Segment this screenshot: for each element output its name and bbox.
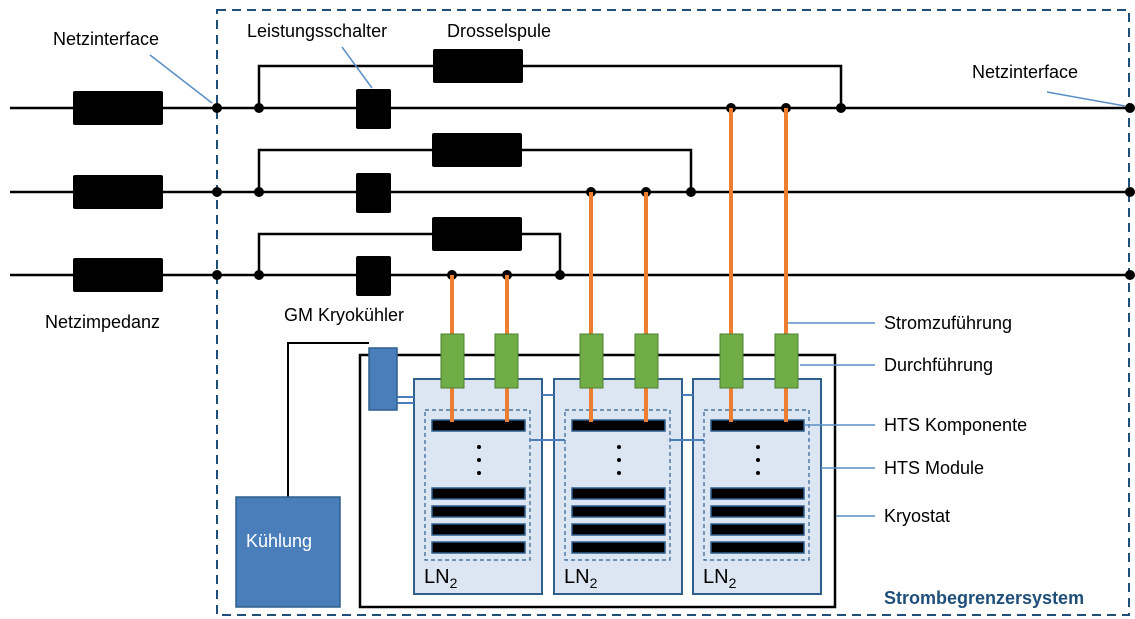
netzimpedanz-icon [73,91,163,125]
label-strombegrenzersystem: Strombegrenzersystem [884,588,1084,608]
hts-module [413,378,543,595]
hts-komponente-icon [571,419,666,432]
label-stromzufuehrung: Stromzuführung [884,313,1012,333]
label-kuehlung: Kühlung [246,531,312,551]
label-leistungsschalter: Leistungsschalter [247,21,387,41]
hts-komponente-icon [710,419,805,432]
leistungsschalter-icon [356,89,391,129]
ellipsis-dots [477,445,760,475]
hts-komponente-icon [431,419,526,432]
cooling-line [287,342,369,498]
hts-module [553,378,683,595]
netzimpedanz-icon [73,258,163,292]
drosselspule-icon [433,49,523,83]
label-netzimpedanz: Netzimpedanz [45,312,160,332]
annotation-lines [149,46,1126,517]
netzimpedanz-icons [73,91,163,292]
label-durchfuehrung: Durchführung [884,355,993,375]
label-netzinterface-left: Netzinterface [53,29,159,49]
drosselspule-icon [432,133,522,167]
hts-module [692,378,822,595]
label-kryostat: Kryostat [884,506,950,526]
ln2-label: LN2 [424,566,458,591]
label-hts-module: HTS Module [884,458,984,478]
ln2-label: LN2 [703,566,737,591]
netzimpedanz-icon [73,175,163,209]
ln2-label: LN2 [564,566,598,591]
leistungsschalter-icons [356,89,391,296]
hts-components [431,419,805,554]
bypass-lines [257,64,843,275]
label-hts-komponente: HTS Komponente [884,415,1027,435]
leistungsschalter-icon [356,256,391,296]
label-gm-kryokuehler: GM Kryokühler [284,305,404,325]
phase-lines [10,106,1130,277]
module-interconnects [397,394,704,441]
drosselspule-icons [432,49,523,251]
bypass-line-3 [257,232,562,275]
hts-modules [413,378,822,595]
bypass-line-1 [257,64,843,108]
label-netzinterface-right: Netzinterface [972,62,1078,82]
kuehlung-box [235,496,341,608]
leistungsschalter-icon [356,173,391,213]
drosselspule-icon [432,217,522,251]
bushings [440,333,799,389]
durchfuehrung-icon [440,333,465,389]
label-drosselspule: Drosselspule [447,21,551,41]
system-boundary [216,9,1130,616]
gm-kryokuehler-icon [368,347,398,411]
